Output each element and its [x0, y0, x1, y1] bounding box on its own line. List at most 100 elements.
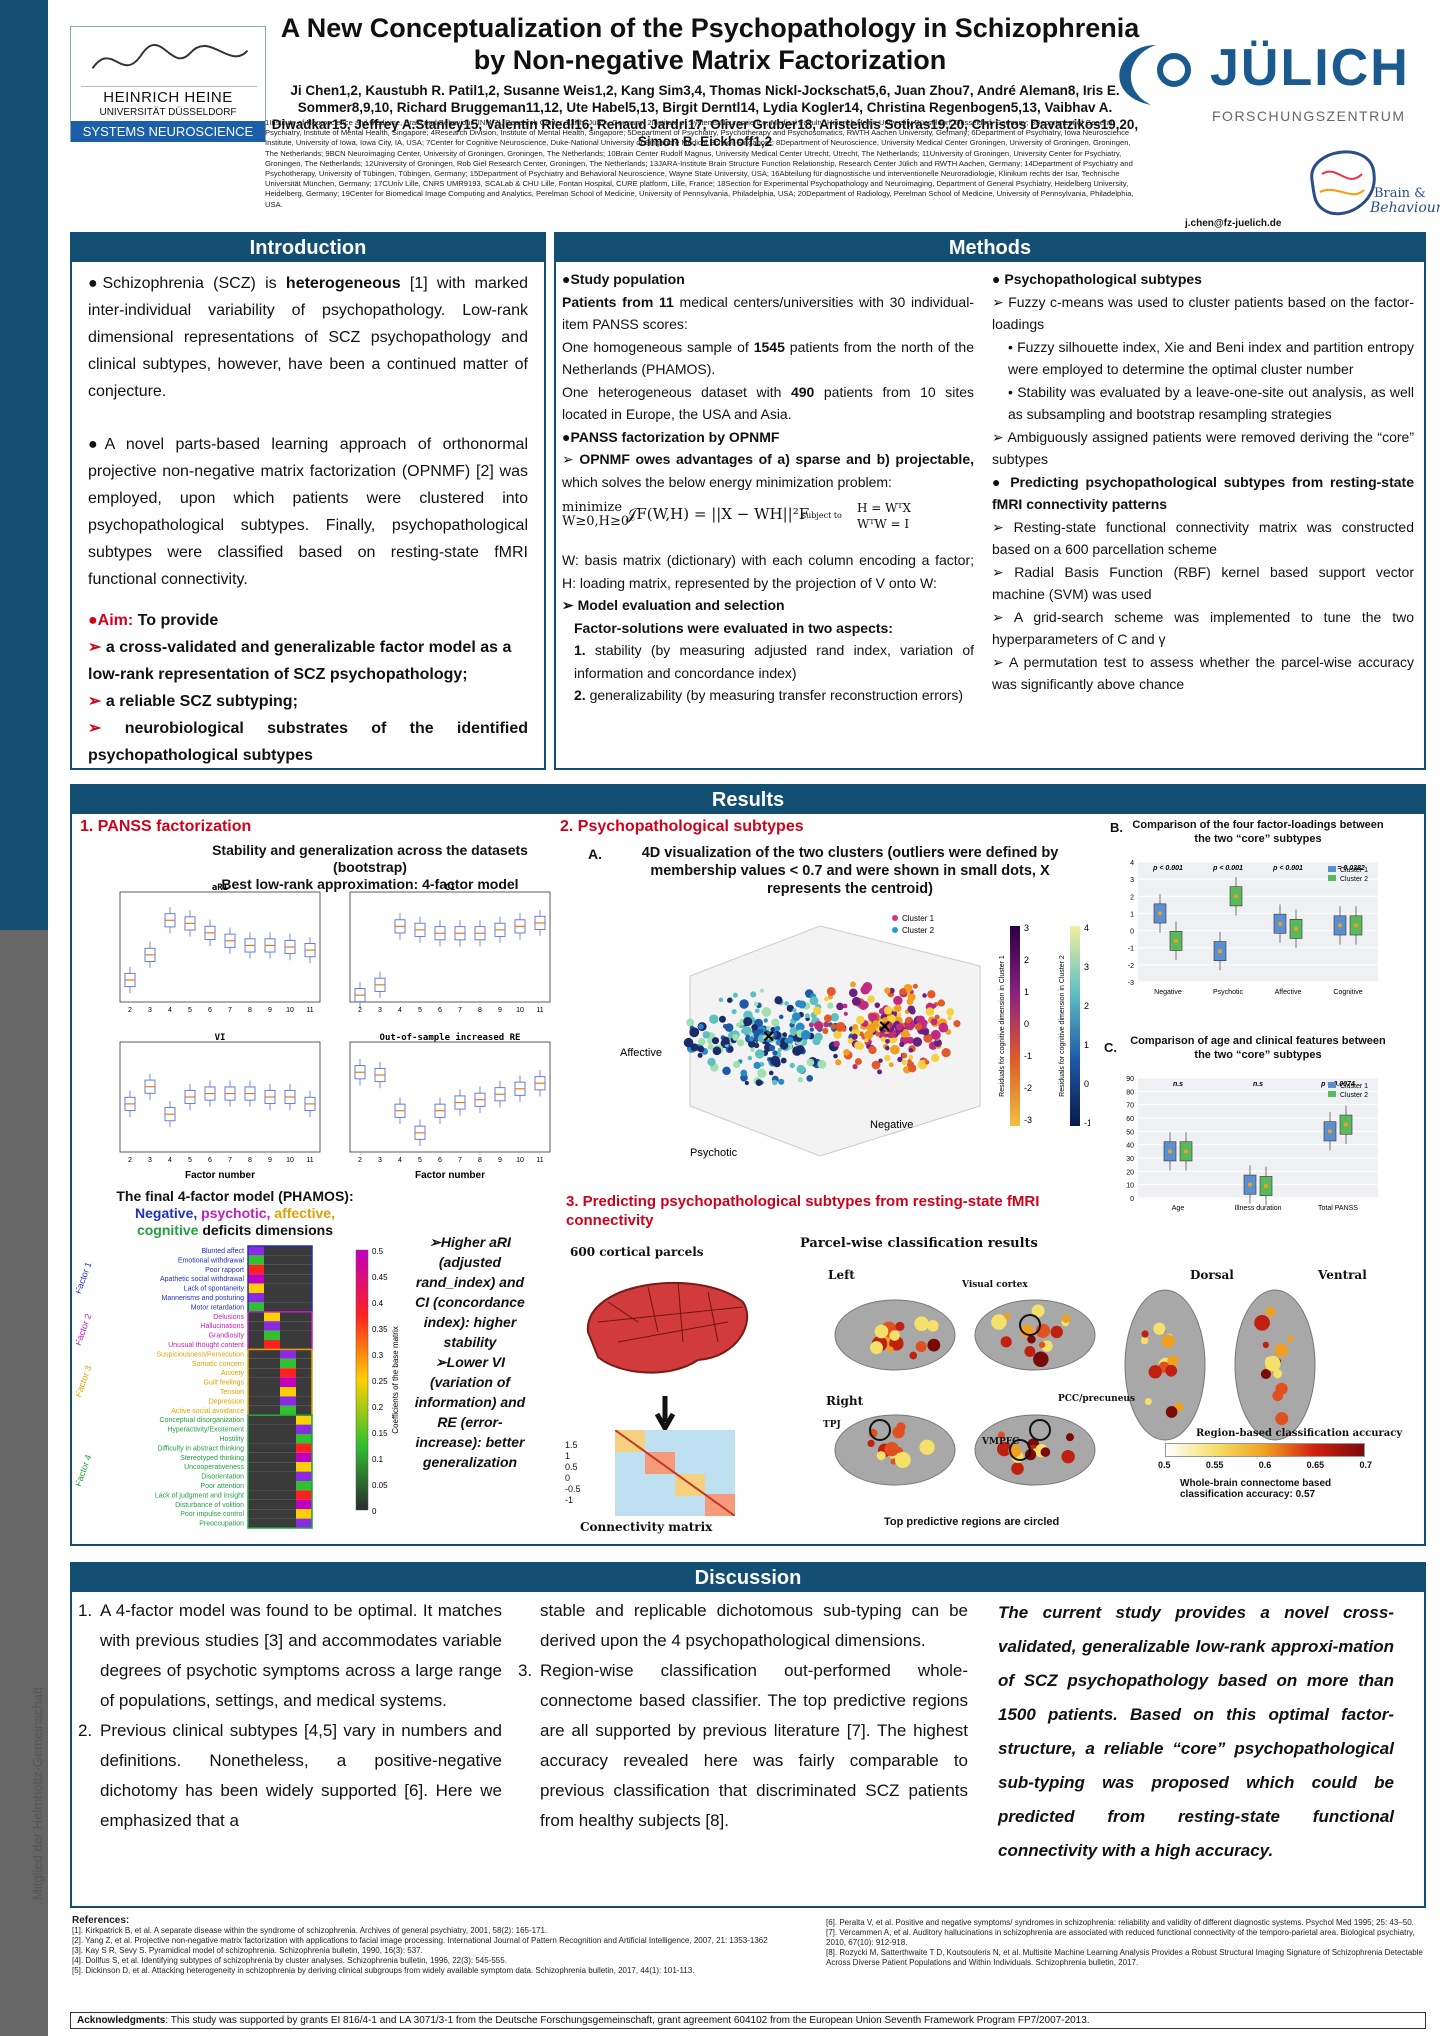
parcel-blob: [915, 1341, 927, 1353]
heatmap-cell: [280, 1377, 296, 1387]
aim-item: ➢ a cross-validated and generalizable fa…: [88, 639, 512, 683]
heatmap-cell: [296, 1387, 312, 1397]
cluster2-point: [748, 1036, 754, 1042]
cluster1-point: [895, 1023, 903, 1031]
legend-label: Cluster 1: [1340, 1083, 1368, 1090]
colorbar-tick: 0: [1084, 1079, 1089, 1089]
legend-swatch: [1328, 1091, 1336, 1097]
opnmf-text: ➢ OPNMF owes advantages of a) sparse and…: [562, 451, 974, 490]
xtick: Cognitive: [1333, 989, 1362, 996]
cluster1-point: [854, 1041, 863, 1050]
cluster1-point: [934, 1014, 940, 1020]
eval-1: 1. stability (by measuring adjusted rand…: [562, 639, 974, 684]
parcel-blob: [867, 1439, 875, 1448]
heatmap-cell: [296, 1471, 312, 1481]
ytick: 4: [1130, 860, 1134, 867]
parcels-label: 600 cortical parcels: [570, 1245, 704, 1259]
parcel-blob: [1153, 1322, 1166, 1335]
cluster1-point: [823, 1014, 832, 1023]
note-line: index): higher: [423, 1314, 517, 1330]
heatmap-cell: [296, 1246, 312, 1256]
colorbar-tick: 0.1: [372, 1455, 384, 1464]
final-rest: deficits dimensions: [198, 1222, 334, 1238]
boxplot-xtick: 8: [248, 1157, 252, 1164]
boxplot-title: CI: [445, 883, 456, 893]
heatmap-cell: [248, 1311, 264, 1322]
heatmap-cell: [296, 1302, 312, 1312]
cluster2-point: [755, 1079, 763, 1086]
cluster2-point: [780, 1041, 789, 1050]
heatmap-cell: [296, 1274, 312, 1284]
heatmap-cell: [264, 1499, 280, 1510]
cluster2-point: [786, 1004, 794, 1012]
heatmap-cell: [248, 1340, 264, 1350]
heatmap-cell: [280, 1349, 296, 1359]
parcel-blob: [876, 1451, 886, 1461]
cluster2-point: [809, 1027, 814, 1032]
heatmap-cell: [280, 1246, 296, 1256]
colorbar-tick: -2: [1024, 1083, 1032, 1093]
cluster2-point: [830, 1013, 840, 1022]
legend-swatch: [1328, 875, 1336, 881]
opnmf-head: PANSS factorization by OPNMF: [570, 428, 780, 445]
cluster1-point: [882, 1023, 888, 1029]
heatmap-cell: [296, 1499, 312, 1510]
boxplot-xtick: 4: [398, 1157, 402, 1164]
heatmap-cell: [280, 1387, 296, 1397]
boxplot-xtick: 9: [498, 1157, 502, 1164]
heatmap-row-label: Lack of judgment and insight: [155, 1492, 244, 1499]
pred-3: ➢ A grid-search scheme was implemented t…: [992, 608, 1414, 648]
cluster2-point: [718, 1015, 726, 1023]
wh-text: W: basis matrix (dictionary) with each c…: [562, 552, 974, 591]
parcel-blob: [1061, 1449, 1075, 1464]
authors: Ji Chen1,2, Kaustubh R. Patil1,2, Susann…: [271, 83, 1139, 149]
heatmap-cell: [264, 1246, 280, 1256]
results-panel: Results: [70, 784, 1426, 1546]
heatmap-cell: [296, 1255, 312, 1265]
note-line: ➢Higher aRI: [429, 1234, 511, 1250]
top-region-circle: [1009, 1439, 1031, 1461]
parcel-blob: [1165, 1406, 1178, 1418]
heatmap-row-label: Grandiosity: [209, 1333, 245, 1340]
note-line: rand_index) and: [415, 1274, 525, 1290]
colorbar-tick: 0.4: [372, 1299, 384, 1308]
legend-label: Cluster 1: [902, 914, 935, 923]
hhu-logo: HEINRICH HEINE UNIVERSITÄT DÜSSELDORF SY…: [70, 26, 266, 142]
ytick: 50: [1126, 1129, 1134, 1136]
cluster1-point: [866, 1023, 877, 1034]
heatmap-cell: [248, 1424, 264, 1434]
heatmap-cell: [280, 1405, 296, 1416]
heatmap-cell: [296, 1443, 312, 1453]
colorbar-tick: 0.2: [372, 1403, 384, 1412]
heatmap-cell: [248, 1434, 264, 1444]
cluster2-point: [757, 1068, 767, 1078]
cluster1-point: [897, 1056, 903, 1063]
heatmap-cell: [264, 1415, 280, 1425]
cluster2-point: [683, 1037, 694, 1048]
cluster2-point: [733, 1060, 741, 1069]
colorbar-tick: 0: [372, 1507, 377, 1516]
boxplot-title: VI: [215, 1033, 226, 1043]
formula-main: 𝒥F(W,H) = ||X − WH||²F: [626, 505, 810, 523]
heatmap-row-label: Blunted affect: [201, 1248, 244, 1255]
heatmap-cell: [296, 1321, 312, 1331]
parcel-blob: [1000, 1336, 1012, 1348]
xtick: Negative: [1154, 989, 1182, 996]
box-mean: [1328, 1129, 1332, 1134]
pop-1b: medical centers/universities with 30 ind…: [562, 293, 974, 333]
legend-label: Cluster 1: [1340, 867, 1368, 874]
cluster1-point: [841, 1027, 847, 1032]
boxplot-xtick: 11: [536, 1007, 543, 1014]
hhu-uni: UNIVERSITÄT DÜSSELDORF: [99, 107, 237, 118]
accuracy-colorbar: [1165, 1443, 1365, 1457]
sub-4-text: Ambiguously assigned patients were remov…: [992, 428, 1414, 468]
heatmap-cell: [280, 1471, 296, 1481]
cluster2-point: [747, 1040, 756, 1048]
box-mean: [1158, 911, 1162, 916]
final-aff: affective,: [270, 1205, 335, 1221]
parcel-blob: [1265, 1355, 1281, 1372]
box-mean: [1234, 894, 1238, 899]
cluster1-point: [920, 1023, 927, 1030]
heatmap-cell: [280, 1274, 296, 1284]
